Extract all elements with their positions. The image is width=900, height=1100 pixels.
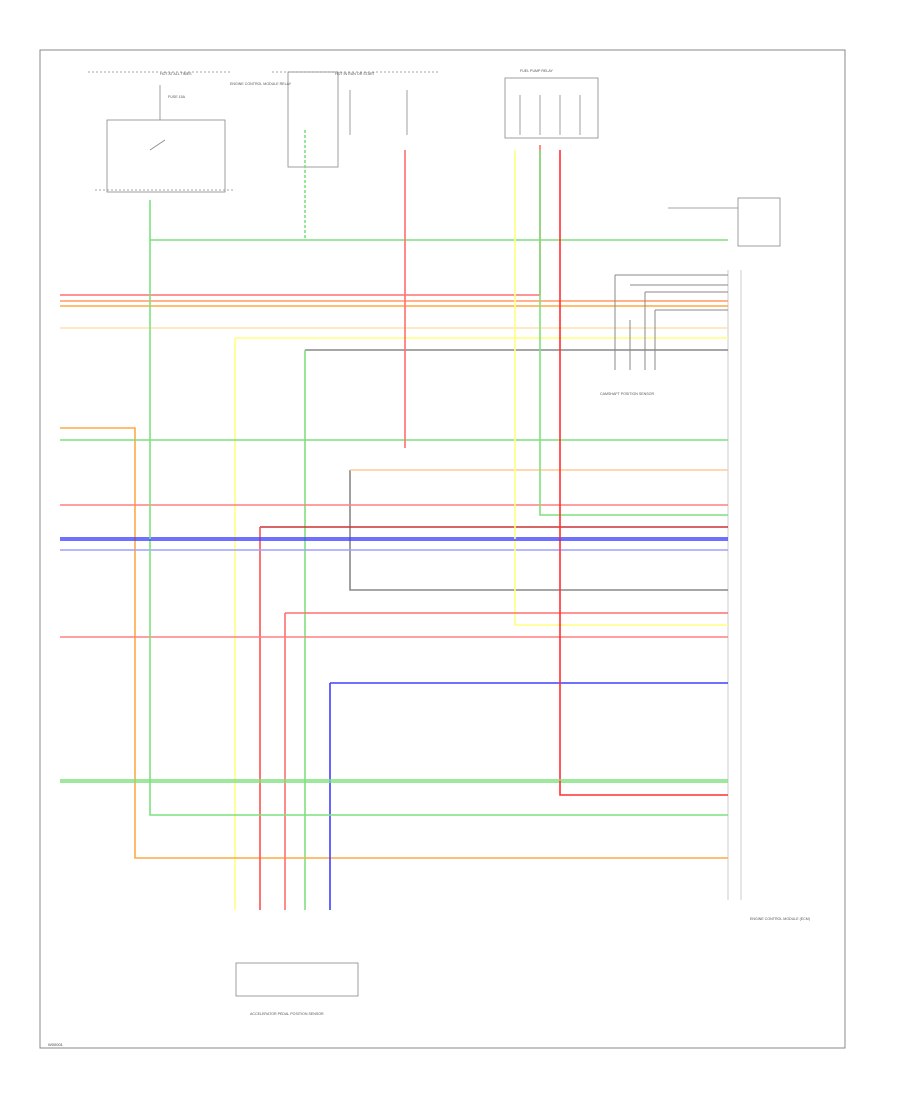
ecm-relay-label: ENGINE CONTROL MODULE RELAY <box>230 82 292 86</box>
sensor-wires <box>614 274 728 370</box>
hot-at-all-times-label: HOT AT ALL TIMES <box>160 72 192 76</box>
sensor-label: CAMSHAFT POSITION SENSOR <box>600 392 654 396</box>
relay-top-right <box>668 197 781 247</box>
ecm-label: ENGINE CONTROL MODULE (ECM) <box>750 917 810 921</box>
diagram-frame <box>39 49 846 1049</box>
diagram-code: W00001 <box>48 1042 64 1047</box>
hot-in-run-label: HOT IN RUN OR START <box>335 72 376 76</box>
wires <box>60 130 728 910</box>
top-relay-area <box>88 71 599 193</box>
fuse-label: FUSE 15A <box>168 95 186 99</box>
bottom-component-label: ACCELERATOR PEDAL POSITION SENSOR <box>250 1012 324 1016</box>
ecm-pin-strip <box>727 270 742 900</box>
bottom-connector <box>235 962 359 997</box>
pump-relay-label: FUEL PUMP RELAY <box>520 69 553 73</box>
